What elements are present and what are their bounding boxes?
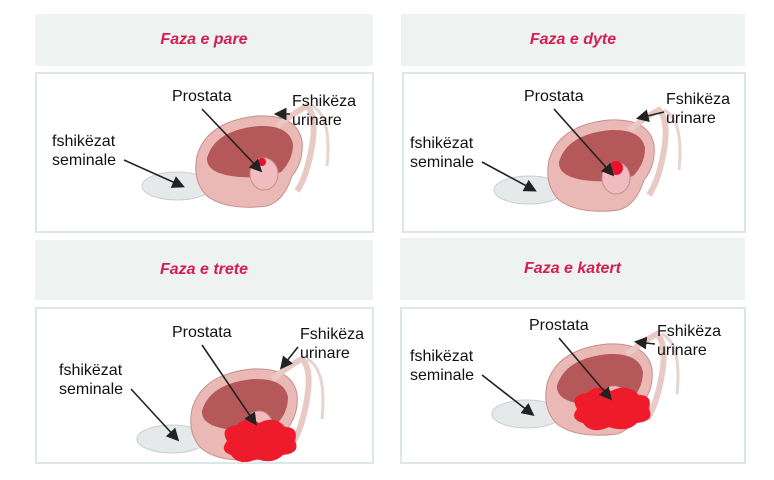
anatomy-illustration <box>481 106 682 212</box>
bladder-label-line: Fshikëza <box>657 323 722 340</box>
bladder-label-line: Fshikëza <box>666 91 731 108</box>
bladder-label: Fshikëza urinare <box>292 92 356 130</box>
prostate-label: Prostata <box>172 87 232 106</box>
seminal-vesicles-label: fshikëzat seminale <box>410 134 474 172</box>
bladder-label-line: urinare <box>666 110 716 127</box>
prostate-label: Prostata <box>524 87 584 106</box>
tumor <box>258 158 266 166</box>
seminal-vesicles-label: fshikëzat seminale <box>52 132 116 170</box>
prostate-label: Prostata <box>529 316 589 335</box>
stage-4-title: Faza e katert <box>524 260 621 277</box>
seminal-vesicles-label: fshikëzat seminale <box>410 347 474 385</box>
seminal-vesicles-label-line: fshikëzat <box>59 362 123 379</box>
stage-3-title: Faza e trete <box>159 261 249 278</box>
seminal-pointer-arrow <box>481 161 537 192</box>
bladder-label-line: Fshikëza <box>300 326 365 343</box>
anatomy-illustration <box>123 102 330 208</box>
seminal-pointer-arrow <box>481 374 535 416</box>
stage-3-header: Faza e trete <box>35 240 373 300</box>
bladder-label-line: Fshikëza <box>292 93 357 110</box>
bladder-pointer-arrow <box>280 346 299 370</box>
stage-4-header: Faza e katert <box>400 238 745 300</box>
seminal-vesicles-label-line: fshikëzat <box>410 348 474 365</box>
seminal-vesicles-label-line: seminale <box>52 152 117 169</box>
prostate-pointer-arrow <box>558 337 613 401</box>
bladder-pointer-arrow <box>633 336 656 350</box>
seminal-vesicles-label-line: fshikëzat <box>410 135 474 152</box>
seminal-pointer-arrow <box>123 159 185 188</box>
bladder-label: Fshikëza urinare <box>666 90 730 128</box>
prostate-pointer-arrow <box>553 108 615 177</box>
bladder-label-line: urinare <box>292 112 342 129</box>
seminal-vesicles-label: fshikëzat seminale <box>59 361 123 399</box>
prostate-pointer-arrow <box>201 344 257 426</box>
stage-2-header: Faza e dyte <box>401 14 745 66</box>
prostate-label: Prostata <box>172 323 232 342</box>
prostate-label-line: Prostata <box>524 88 584 105</box>
seminal-pointer-arrow <box>130 388 180 442</box>
tumor <box>574 387 651 431</box>
prostate-label-line: Prostata <box>172 324 232 341</box>
prostate-pointer-arrow <box>201 108 263 173</box>
anatomy-illustration <box>130 344 325 462</box>
seminal-vesicles-label-line: seminale <box>410 367 475 384</box>
stage-1-diagram: Prostata Fshikëza urinare fshikëzat seminale <box>35 72 374 233</box>
prostate-label-line: Prostata <box>529 317 589 334</box>
bladder-label-line: urinare <box>657 342 707 359</box>
bladder-label-line: urinare <box>300 345 350 362</box>
seminal-vesicles-label-line: seminale <box>59 381 124 398</box>
stage-1-title: Faza e pare <box>160 31 248 48</box>
seminal-vesicles-label-line: fshikëzat <box>52 133 116 150</box>
stage-4-diagram: Prostata Fshikëza urinare fshikëzat seminale <box>400 307 746 464</box>
bladder-label: Fshikëza urinare <box>300 325 364 363</box>
seminal-vesicles-label-line: seminale <box>410 154 475 171</box>
stage-2-title: Faza e dyte <box>529 31 617 48</box>
stage-2-diagram: Prostata Fshikëza urinare fshikëzat seminale <box>402 72 746 233</box>
stage-1-header: Faza e pare <box>35 14 373 66</box>
tumor <box>223 419 297 462</box>
stage-3-diagram: Prostata Fshikëza urinare fshikëzat seminale <box>35 307 374 464</box>
anatomy-illustration <box>481 330 680 436</box>
bladder-pointer-arrow <box>635 109 665 122</box>
bladder-label: Fshikëza urinare <box>657 322 721 360</box>
prostate-label-line: Prostata <box>172 88 232 105</box>
